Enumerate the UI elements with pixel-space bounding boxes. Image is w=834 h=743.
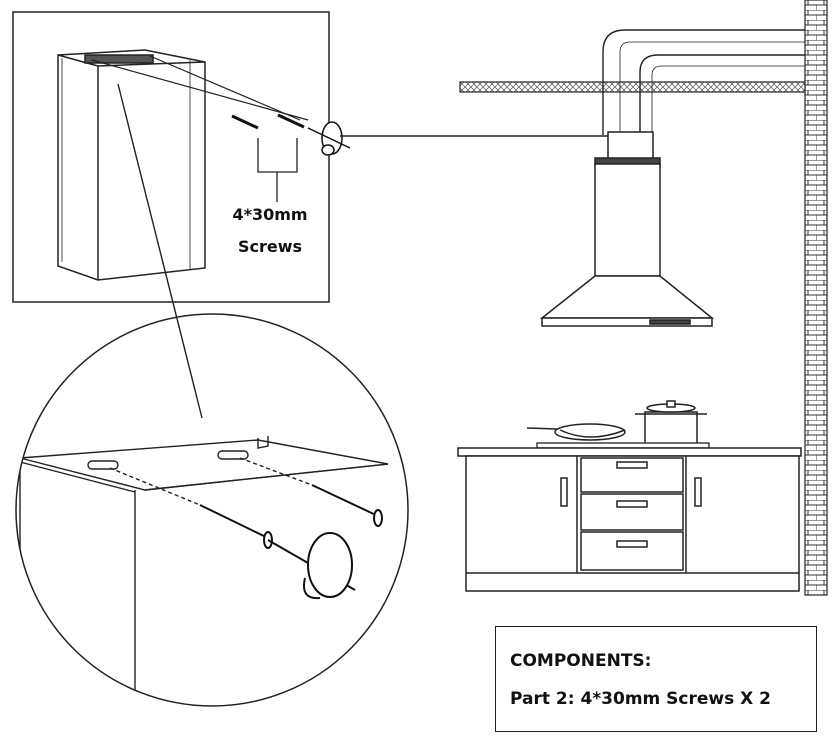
detail-magnifier	[15, 83, 409, 707]
range-hood	[539, 131, 715, 327]
screw-icon	[231, 113, 305, 130]
kitchen-counter	[457, 447, 802, 592]
screw-label-size: 4*30mm	[232, 205, 307, 224]
cabinet-box	[57, 49, 206, 281]
inset-detail: 4*30mm Screws	[12, 11, 351, 303]
screwdriver-icon	[267, 532, 356, 600]
screw-label-name: Screws	[238, 237, 302, 256]
components-box: COMPONENTS: Part 2: 4*30mm Screws X 2	[495, 626, 817, 732]
cookware	[526, 400, 707, 445]
components-title: COMPONENTS:	[510, 651, 652, 671]
exhaust-duct	[602, 29, 805, 135]
screwdriver-icon	[307, 121, 351, 156]
brick-wall	[804, 0, 828, 596]
ceiling	[459, 81, 806, 93]
kitchen-scene	[457, 0, 828, 596]
components-part: Part 2: 4*30mm Screws X 2	[510, 689, 772, 709]
